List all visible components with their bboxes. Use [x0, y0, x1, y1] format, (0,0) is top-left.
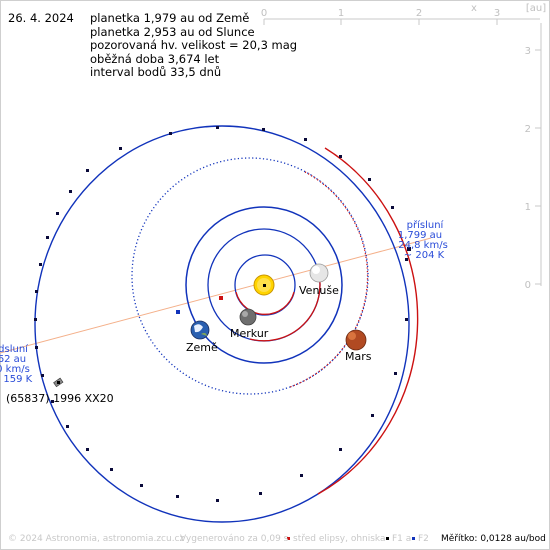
x-tick-1: 1	[338, 8, 344, 19]
aphelion-distance: 4,162 au	[0, 354, 26, 365]
mars-orbit	[131, 157, 369, 395]
ellipse-center-marker	[219, 296, 223, 300]
earth-label: Země	[186, 341, 218, 354]
perihelion-title: přísluní	[407, 219, 445, 231]
focus-f2-marker	[176, 310, 180, 314]
y-tick-2: 2	[525, 124, 531, 135]
info-sun-distance: planetka 2,953 au od Slunce	[90, 24, 255, 39]
info-earth-distance: planetka 1,979 au od Země	[90, 11, 250, 25]
apsides-line	[0, 237, 432, 354]
aphelion-title: odsluní	[0, 343, 29, 355]
mercury-orbit	[234, 254, 296, 316]
asteroid-orbit	[34, 125, 410, 523]
legend-f1-marker	[386, 537, 389, 540]
perihelion-point	[407, 247, 411, 251]
mercury-planet[interactable]	[239, 308, 257, 326]
x-tick-2: 2	[416, 8, 422, 19]
perihelion-temp: ~ 204 K	[404, 250, 445, 261]
aphelion-temp: ~ 159 K	[0, 374, 33, 385]
x-tick-labels: 0 1 2 3 x [au]	[261, 3, 546, 19]
asteroid-interval-points	[34, 126, 408, 502]
y-tick-1: 1	[525, 202, 531, 213]
x-axis	[263, 18, 540, 25]
x-tick-3: 3	[494, 8, 500, 19]
venus-orbit-south	[249, 269, 321, 342]
y-tick-3: 3	[525, 46, 531, 57]
legend-f2-marker	[412, 537, 415, 540]
perihelion-distance: 1,799 au	[398, 230, 442, 241]
venus-label: Venuše	[299, 284, 339, 297]
asteroid-orbit-south	[317, 147, 419, 495]
info-panel: planetka 1,979 au od Země planetka 2,953…	[90, 11, 298, 80]
legend-center-marker	[287, 537, 290, 540]
footer-f2: F2	[418, 534, 429, 544]
asteroid-marker[interactable]	[53, 377, 64, 388]
venus-planet[interactable]	[309, 263, 329, 283]
axis-unit-label: [au]	[526, 3, 546, 14]
mercury-label: Merkur	[230, 327, 269, 340]
info-period: oběžná doba 3,674 let	[90, 51, 220, 66]
mercury-orbit-south	[235, 291, 295, 315]
info-interval: interval bodů 33,5 dnů	[90, 65, 222, 79]
footer-ellipse-center: střed elipsy, ohniska	[293, 534, 386, 544]
x-tick-0: 0	[261, 8, 267, 19]
mars-planet[interactable]	[345, 329, 367, 351]
y-tick-0: 0	[525, 280, 531, 291]
footer-f1: F1 a	[392, 534, 412, 544]
footer-generated: Vygenerováno za 0,09 s	[180, 534, 289, 544]
aphelion-speed: 16,0 km/s	[0, 364, 30, 375]
y-tick-labels: 3 2 1 0	[525, 46, 531, 291]
info-magnitude: pozorovaná hv. velikost = 20,3 mag	[90, 38, 298, 52]
asteroid-label: (65837) 1996 XX20	[6, 392, 114, 405]
y-axis	[535, 23, 542, 286]
perihelion-speed: 24,8 km/s	[398, 240, 448, 251]
earth-orbit	[185, 206, 343, 364]
mars-label: Mars	[345, 350, 372, 363]
earth-planet[interactable]	[190, 320, 210, 340]
footer-copyright: © 2024 Astronomia, astronomia.zcu.cz	[8, 534, 185, 544]
sun	[253, 274, 275, 296]
date-label: 26. 4. 2024	[8, 11, 74, 25]
x-axis-label: x	[471, 3, 477, 14]
footer-scale: Měřítko: 0,0128 au/bod	[441, 534, 546, 544]
